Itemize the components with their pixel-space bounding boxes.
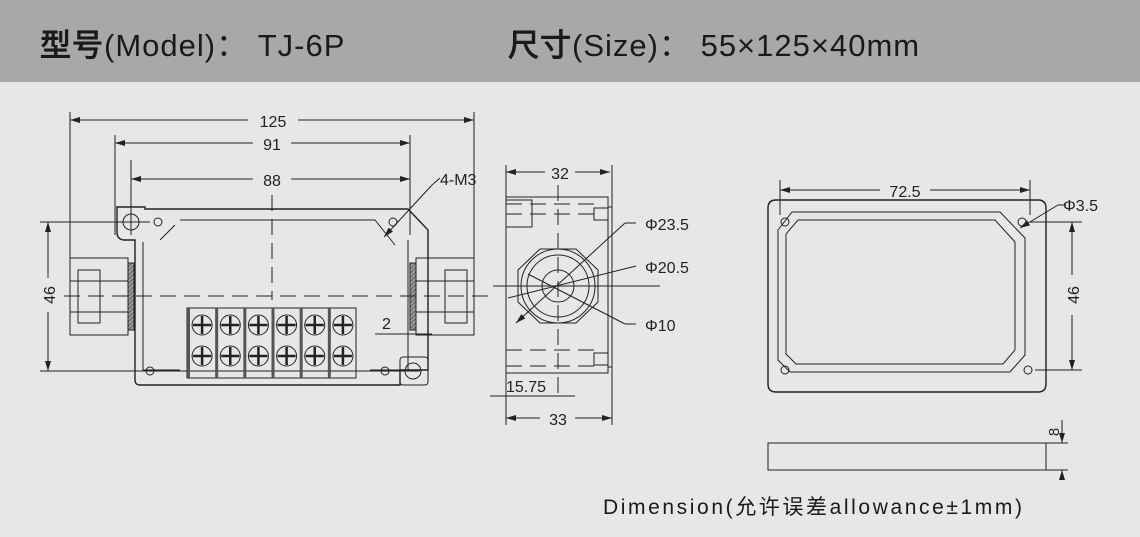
hex-nut-icon (517, 248, 599, 324)
terminal-separator (327, 308, 331, 378)
terminal-separator (243, 308, 247, 378)
terminal-screw-icon (276, 314, 298, 336)
dia-inner: Φ10 (645, 318, 676, 335)
title-bar: 型号(Model)： TJ-6P 尺寸(Size)： 55×125×40mm (0, 0, 1140, 82)
dim-hole-spacing: 88 (263, 173, 281, 190)
dim-offset: 15.75 (506, 379, 546, 396)
size-label-cn: 尺寸 (508, 28, 572, 63)
terminal-separator (187, 308, 190, 378)
terminal-screw-icon (191, 314, 213, 336)
tolerance-note: Dimension(允许误差allowance±1mm) (603, 496, 1025, 519)
lid-hole-callout: Φ3.5 (1063, 198, 1098, 215)
dim-mount-width: 91 (263, 137, 281, 154)
enclosure-outline (116, 206, 429, 386)
mount-hole-icon (122, 213, 140, 231)
front-view: 125 91 88 46 4-M3 2 (40, 112, 488, 386)
terminal-screw-icon (219, 345, 241, 367)
lid-side-profile (767, 442, 1047, 471)
dim-gap: 2 (382, 316, 391, 333)
terminal-separator (271, 308, 275, 378)
terminal-screw-icon (219, 314, 241, 336)
model-heading: 型号(Model)： TJ-6P (40, 20, 345, 65)
terminal-block (186, 307, 357, 379)
terminal-screw-icon (332, 345, 354, 367)
lid-dim-thickness: 8 (1046, 428, 1063, 436)
terminal-separator (299, 308, 303, 378)
size-heading: 尺寸(Size)： 55×125×40mm (508, 20, 920, 65)
side-view: 32 Φ23.5 Φ20.5 Φ10 15.75 33 (490, 165, 689, 429)
terminal-screw-icon (304, 314, 326, 336)
size-value: 55×125×40mm (700, 28, 921, 63)
lid-view: 72.5 Φ3.5 46 8 (767, 180, 1098, 480)
terminal-screw-icon (247, 314, 269, 336)
dia-outer: Φ23.5 (645, 217, 689, 234)
dim-top: 32 (551, 166, 569, 183)
dia-mid: Φ20.5 (645, 260, 689, 277)
lid-dim-hole-spacing: 72.5 (889, 184, 920, 201)
model-label-cn: 型号 (40, 28, 104, 63)
terminal-screw-icon (304, 345, 326, 367)
size-label-en: (Size)： (572, 28, 691, 63)
terminal-screw-icon (276, 345, 298, 367)
model-label-en: (Model)： (104, 28, 249, 63)
mount-hole-icon (404, 362, 422, 380)
dim-height: 46 (42, 286, 59, 304)
dim-overall-width: 125 (260, 114, 287, 131)
dim-bottom: 33 (549, 412, 567, 429)
terminal-separator (215, 308, 219, 378)
terminal-screw-icon (332, 314, 354, 336)
hole-callout: 4-M3 (440, 172, 477, 189)
lid-dim-height: 46 (1066, 286, 1083, 304)
terminal-screw-icon (191, 345, 213, 367)
front-dimensions: 125 91 88 46 4-M3 2 (40, 112, 477, 372)
model-value: TJ-6P (257, 28, 346, 63)
terminal-screw-icon (247, 345, 269, 367)
cable-gland-right (409, 257, 475, 336)
